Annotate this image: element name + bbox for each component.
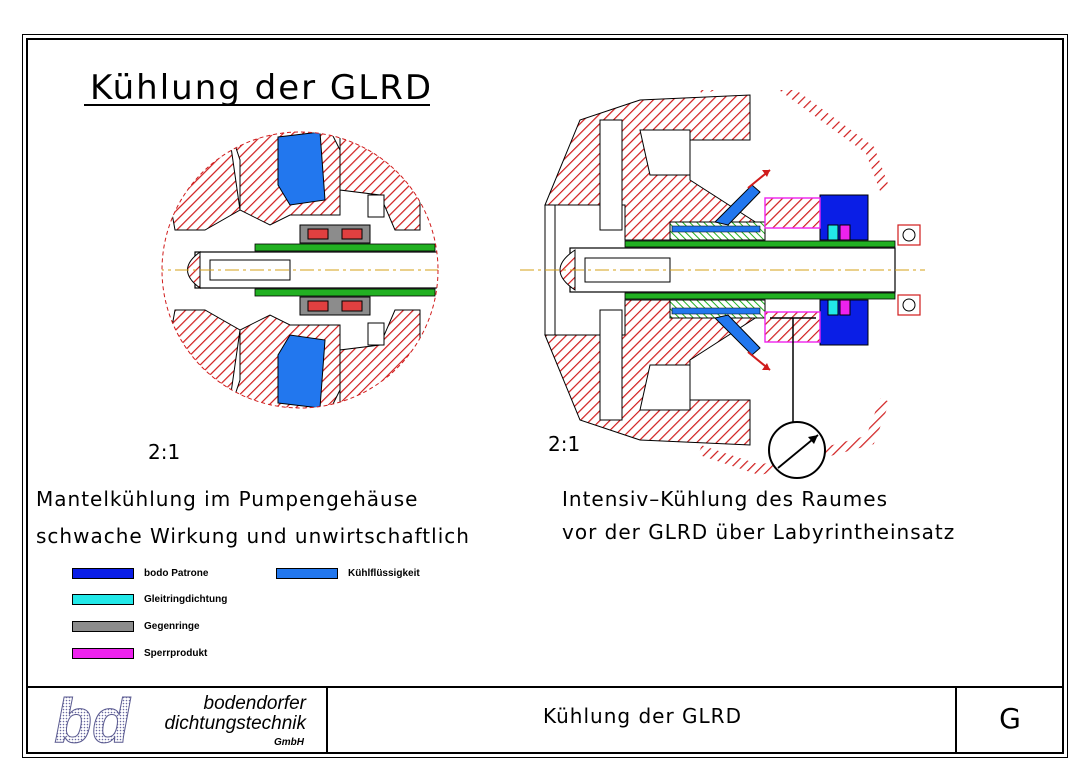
legend-item-gleitringdichtung: Gleitringdichtung <box>72 594 227 605</box>
right-scale-label: 2:1 <box>548 432 581 456</box>
legend-swatch <box>72 648 134 659</box>
legend-item-gegenringe: Gegenringe <box>72 621 200 632</box>
legend-item-bodo-patrone: bodo Patrone <box>72 568 208 579</box>
legend-swatch <box>72 594 134 605</box>
company-logo: bd <box>54 690 132 748</box>
legend-swatch <box>72 568 134 579</box>
left-caption-line1: Mantelkühlung im Pumpengehäuse <box>36 487 419 511</box>
legend-label: Gegenringe <box>144 621 200 632</box>
legend-item-kuehlfluessigkeit: Kühlflüssigkeit <box>276 568 420 579</box>
legend-label: Gleitringdichtung <box>144 594 228 605</box>
legend-item-sperrprodukt: Sperrprodukt <box>72 648 207 659</box>
legend-label: bodo Patrone <box>144 568 209 579</box>
company-name-line3: GmbH <box>274 737 304 748</box>
drawing-frame-outer <box>22 34 1068 758</box>
title-underline <box>84 104 430 106</box>
legend-label: Kühlflüssigkeit <box>348 568 420 579</box>
left-caption-line2: schwache Wirkung und unwirtschaftlich <box>36 524 470 548</box>
page-title: Kühlung der GLRD <box>90 68 434 108</box>
company-name-line2: dichtungstechnik <box>164 713 306 734</box>
legend-swatch <box>72 621 134 632</box>
drawing-title: Kühlung der GLRD <box>543 704 742 728</box>
left-cooling-drawing <box>161 131 439 409</box>
company-name-line1: bodendorfer <box>203 693 306 714</box>
legend-label: Sperrprodukt <box>144 648 208 659</box>
drawing-frame-inner <box>26 38 1064 754</box>
logo-text: bd <box>54 690 131 748</box>
title-block-divider <box>326 686 328 754</box>
right-caption-line1: Intensiv–Kühlung des Raumes <box>562 487 889 511</box>
left-scale-label: 2:1 <box>148 440 181 464</box>
right-cooling-drawing <box>520 90 925 479</box>
title-block-divider <box>955 686 957 754</box>
right-caption-line2: vor der GLRD über Labyrintheinsatz <box>562 520 956 544</box>
title-block-border <box>26 686 1064 688</box>
legend-swatch <box>276 568 338 579</box>
sheet-letter: G <box>999 702 1021 735</box>
